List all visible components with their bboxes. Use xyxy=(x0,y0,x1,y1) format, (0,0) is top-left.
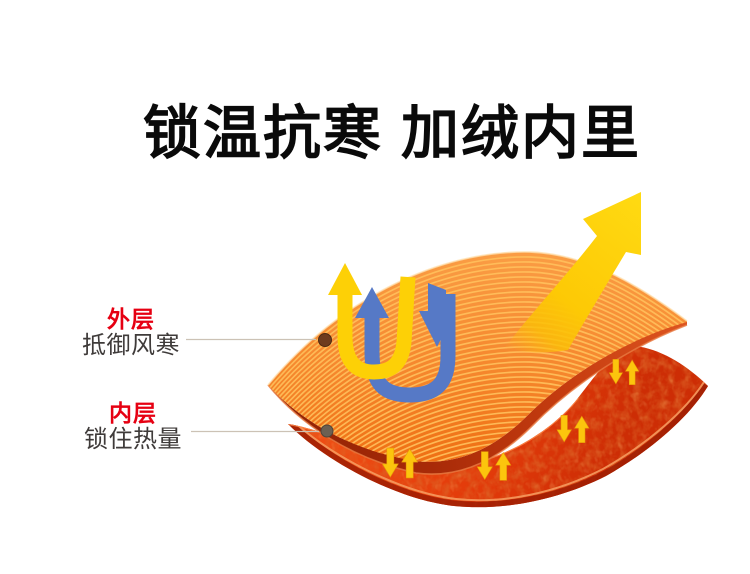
inner-layer-leader-dot xyxy=(320,424,334,438)
outer-layer-leader-dot xyxy=(318,333,332,347)
heat-escape-curved-arrow-icon xyxy=(505,192,641,353)
outer-layer-annotation: 外层 抵御风寒 xyxy=(46,306,216,359)
outer-layer-desc: 抵御风寒 xyxy=(82,332,180,359)
warm-air-u-turn-arrow-icon xyxy=(328,263,416,380)
inner-layer-desc: 锁住热量 xyxy=(84,426,182,453)
page-title: 锁温抗寒 加绒内里 xyxy=(142,101,642,166)
cold-air-down-arrow-icon xyxy=(419,283,455,347)
outer-layer-label: 外层 xyxy=(107,306,155,332)
fleece-rim-highlight xyxy=(291,381,705,502)
fleece-bottom-rim xyxy=(288,383,708,508)
inner-layer-annotation: 内层 锁住热量 xyxy=(48,400,218,453)
inner-layer-label: 内层 xyxy=(109,400,157,426)
